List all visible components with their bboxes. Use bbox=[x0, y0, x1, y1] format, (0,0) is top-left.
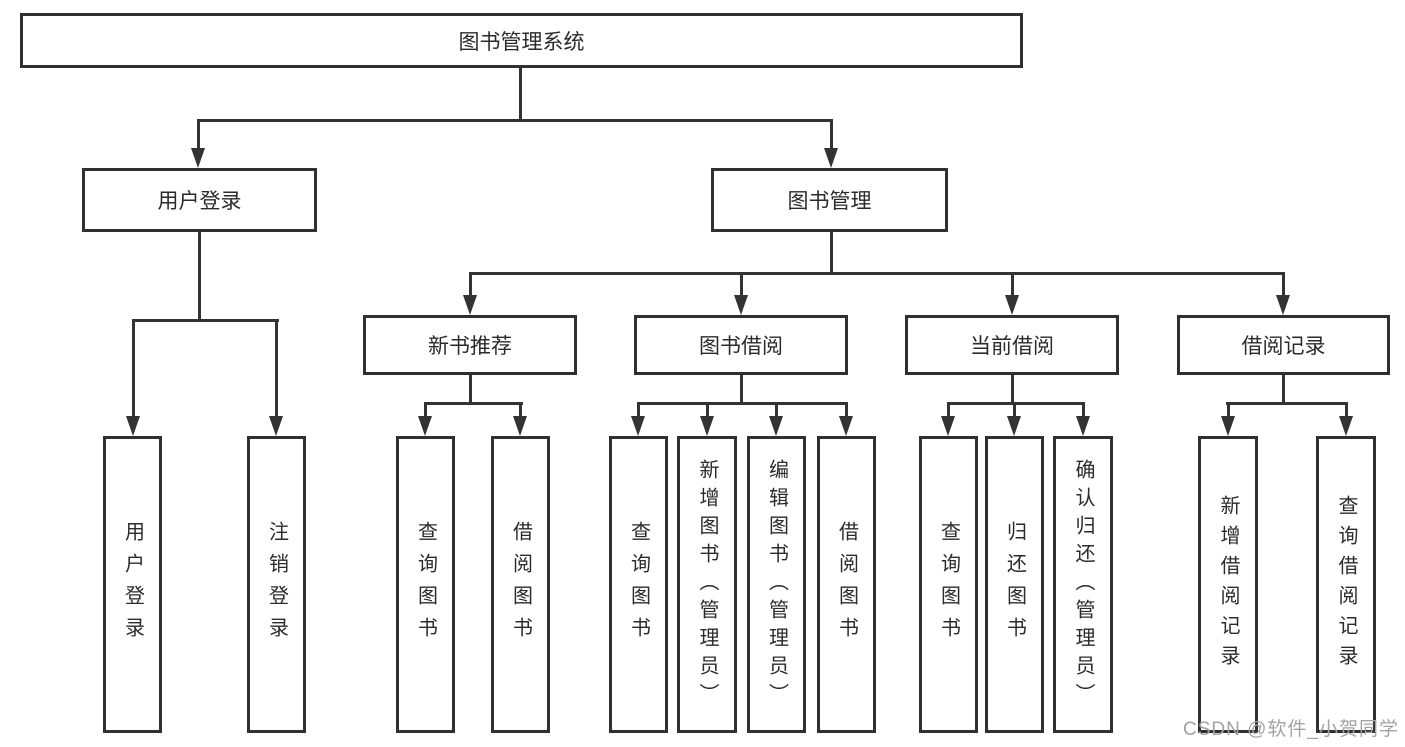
connector-branch-book-borrow bbox=[637, 402, 848, 405]
leaf-add-book: 新增图书（管理员） bbox=[677, 436, 737, 733]
connector-stem-leaf bbox=[706, 402, 709, 418]
connector-root-stub bbox=[519, 68, 522, 122]
arrow-new-book-rec bbox=[463, 295, 477, 315]
arrow-leaf-borrow-book-rec bbox=[513, 416, 527, 436]
arrow-leaf-query-book-borrow bbox=[631, 416, 645, 436]
node-borrow-record: 借阅记录 bbox=[1177, 315, 1390, 375]
leaf-borrow-book: 借阅图书 bbox=[817, 436, 876, 733]
connector-current-borrow-stub bbox=[1011, 375, 1014, 405]
arrow-leaf-edit-book bbox=[769, 416, 783, 436]
leaf-edit-book: 编辑图书（管理员） bbox=[747, 436, 806, 733]
node-book-borrow: 图书借阅 bbox=[634, 315, 848, 375]
connector-branch-book-mgmt bbox=[469, 272, 1285, 275]
connector-stem-new-book-rec bbox=[469, 272, 472, 297]
connector-stem-leaf-logout bbox=[275, 319, 278, 417]
arrow-leaf-user-login bbox=[126, 416, 140, 436]
connector-stem-book-mgmt bbox=[830, 119, 833, 149]
connector-stem-user-login bbox=[197, 119, 200, 149]
connector-stem-leaf bbox=[947, 402, 950, 418]
arrow-current-borrow bbox=[1005, 295, 1019, 315]
connector-stem-current-borrow bbox=[1011, 272, 1014, 297]
connector-stem-leaf bbox=[845, 402, 848, 418]
connector-stem-leaf bbox=[1227, 402, 1230, 418]
leaf-query-current: 查询图书 bbox=[919, 436, 978, 733]
arrow-leaf-borrow-book bbox=[839, 416, 853, 436]
leaf-return-book: 归还图书 bbox=[985, 436, 1044, 733]
leaf-borrow-book-rec: 借阅图书 bbox=[491, 436, 550, 733]
connector-book-borrow-stub bbox=[740, 375, 743, 405]
connector-stem-borrow-record bbox=[1282, 272, 1285, 297]
arrow-leaf-query-record bbox=[1339, 416, 1353, 436]
arrow-leaf-return-book bbox=[1007, 416, 1021, 436]
arrow-book-borrow bbox=[734, 295, 748, 315]
arrow-borrow-record bbox=[1276, 295, 1290, 315]
connector-stem-leaf bbox=[1013, 402, 1016, 418]
connector-stem-leaf bbox=[519, 402, 522, 418]
connector-branch-user-login bbox=[132, 319, 279, 322]
leaf-logout: 注销登录 bbox=[247, 436, 306, 733]
node-new-book-rec: 新书推荐 bbox=[363, 315, 577, 375]
connector-stem-leaf bbox=[424, 402, 427, 418]
node-current-borrow: 当前借阅 bbox=[905, 315, 1119, 375]
watermark: CSDN @软件_小贺同学 bbox=[1183, 719, 1399, 740]
leaf-add-record: 新增借阅记录 bbox=[1198, 436, 1258, 733]
connector-branch-l1 bbox=[197, 119, 833, 122]
connector-book-mgmt-stub bbox=[830, 232, 833, 275]
arrow-leaf-logout bbox=[269, 416, 283, 436]
connector-stem-leaf bbox=[637, 402, 640, 418]
arrow-book-mgmt bbox=[824, 148, 838, 168]
leaf-user-login: 用户登录 bbox=[103, 436, 162, 733]
connector-stem-leaf-user-login bbox=[132, 319, 135, 417]
arrow-leaf-confirm-return bbox=[1076, 416, 1090, 436]
leaf-query-record: 查询借阅记录 bbox=[1316, 436, 1376, 733]
connector-stem-leaf bbox=[775, 402, 778, 418]
connector-borrow-record-stub bbox=[1282, 375, 1285, 405]
connector-stem-book-borrow bbox=[740, 272, 743, 297]
connector-new-book-rec-stub bbox=[469, 375, 472, 405]
connector-branch-new-book-rec bbox=[424, 402, 523, 405]
arrow-leaf-query-current bbox=[941, 416, 955, 436]
node-book-mgmt: 图书管理 bbox=[711, 168, 948, 232]
node-user-login: 用户登录 bbox=[82, 168, 317, 232]
arrow-leaf-query-book-rec bbox=[418, 416, 432, 436]
connector-user-login-stub bbox=[198, 232, 201, 322]
connector-stem-leaf bbox=[1345, 402, 1348, 418]
leaf-query-book-borrow: 查询图书 bbox=[609, 436, 668, 733]
arrow-leaf-add-record bbox=[1221, 416, 1235, 436]
arrow-leaf-add-book bbox=[700, 416, 714, 436]
leaf-confirm-return: 确认归还（管理员） bbox=[1053, 436, 1113, 733]
connector-branch-current-borrow bbox=[947, 402, 1085, 405]
connector-stem-leaf bbox=[1082, 402, 1085, 418]
node-root: 图书管理系统 bbox=[20, 13, 1023, 68]
arrow-user-login bbox=[191, 148, 205, 168]
connector-branch-borrow-record bbox=[1226, 402, 1347, 405]
leaf-query-book-rec: 查询图书 bbox=[396, 436, 455, 733]
